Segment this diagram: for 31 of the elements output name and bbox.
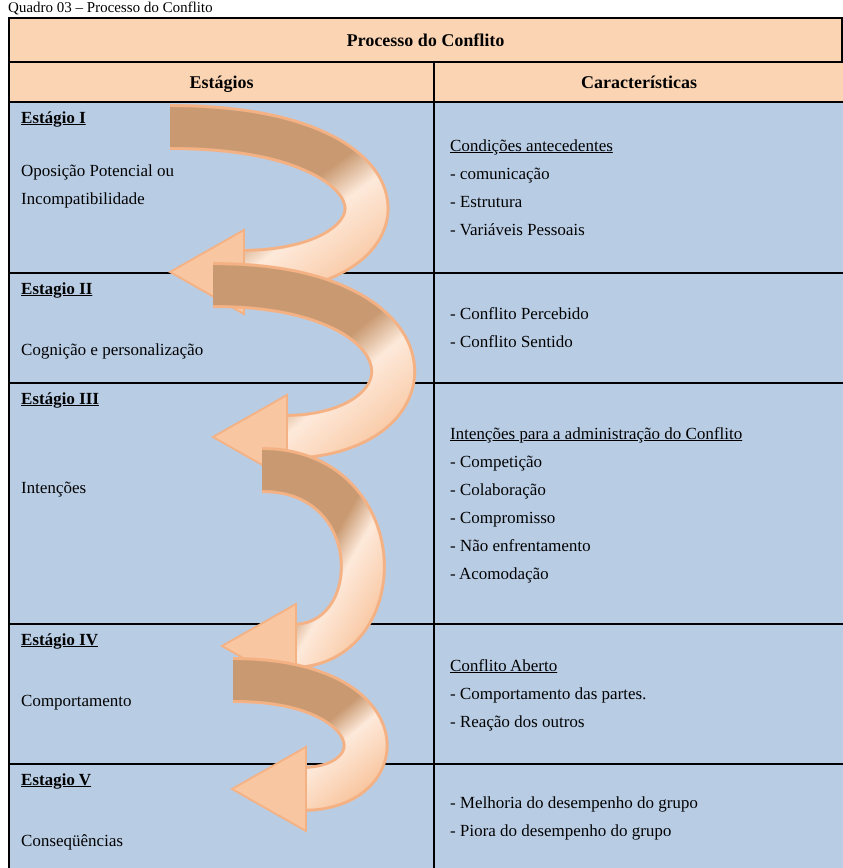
column-header: Características <box>435 63 843 103</box>
column-header: Estágios <box>10 63 435 103</box>
stage-description: Conseqüências <box>21 830 124 852</box>
list-heading: Condições antecedentes <box>450 134 613 157</box>
stage-description: Cognição e personalização <box>21 338 204 361</box>
list-item: - Competição <box>450 450 542 473</box>
list-item: - Melhoria do desempenho do grupo <box>450 792 698 814</box>
stage-heading: Estagio II <box>21 278 92 300</box>
list-item: - Não enfrentamento <box>450 534 591 556</box>
stage-heading: Estágio I <box>21 107 86 129</box>
stage-heading: Estágio III <box>21 388 99 410</box>
list-item: - Acomodação <box>450 562 549 585</box>
list-item: - Conflito Sentido <box>450 331 573 353</box>
table-title: Processo do Conflito <box>10 19 843 63</box>
list-item: - Comportamento das partes. <box>450 683 646 705</box>
stage-heading: Estágio IV <box>21 629 98 651</box>
stage-description: Intenções <box>21 476 88 499</box>
list-item: - Piora do desempenho do grupo <box>450 820 672 842</box>
list-item: - Conflito Percebido <box>450 303 589 325</box>
list-item: - Reação dos outros <box>450 711 585 733</box>
list-heading: Intenções para a administração do Conflito <box>450 422 742 445</box>
stage-description: Comportamento <box>21 690 132 712</box>
list-item: - Colaboração <box>450 478 546 501</box>
list-heading: Conflito Aberto <box>450 655 558 677</box>
list-item: - Estrutura <box>450 190 522 212</box>
list-item: - comunicação <box>450 162 550 185</box>
stage-heading: Estagio V <box>21 769 92 791</box>
stage-description: Oposição Potencial ou Incompatibilidade <box>21 160 175 210</box>
list-item: - Variáveis Pessoais <box>450 218 585 240</box>
table-caption: Quadro 03 – Processo do Conflito <box>8 0 213 16</box>
list-item: - Compromisso <box>450 506 556 529</box>
